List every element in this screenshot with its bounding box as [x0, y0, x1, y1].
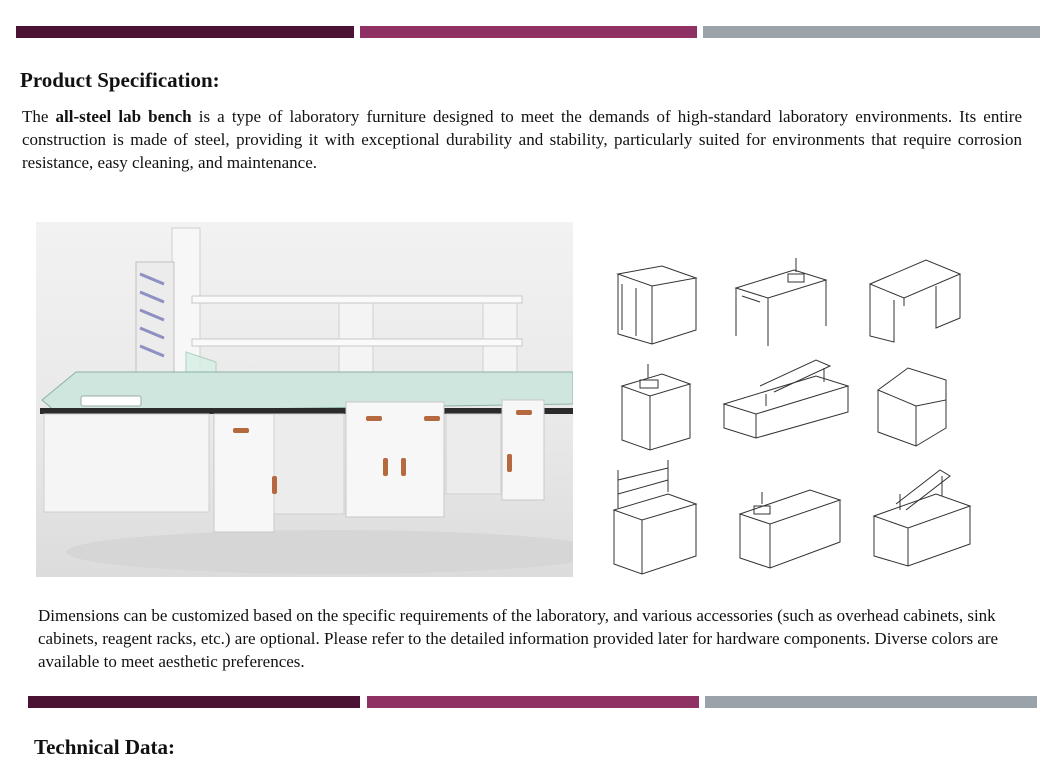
sink-desk-sketch	[730, 246, 830, 346]
intro-paragraph: The all-steel lab bench is a type of lab…	[22, 105, 1022, 174]
lab-bench-illustration	[40, 227, 573, 574]
intro-bold-term: all-steel lab bench	[55, 107, 192, 126]
divider-segment-dark	[28, 696, 360, 708]
divider-segment-dark	[16, 26, 354, 38]
single-cabinet-sketch	[608, 246, 708, 346]
cabinet-sketch-grid	[608, 246, 972, 576]
shelf-bench-sketch	[608, 460, 708, 575]
product-spec-heading: Product Specification:	[20, 68, 220, 92]
sink-cabinet-sketch	[608, 358, 708, 458]
customization-note: Dimensions can be customized based on th…	[38, 606, 999, 671]
desk-sketch	[864, 246, 964, 346]
sink-bench-sketch	[736, 472, 842, 572]
intro-prefix: The	[22, 107, 56, 126]
island-bench-sketch	[720, 346, 850, 446]
lab-bench-photo	[36, 222, 573, 577]
corner-cabinet-sketch	[872, 358, 972, 458]
divider-segment-magenta	[367, 696, 699, 708]
divider-segment-gray	[705, 696, 1037, 708]
reagent-shelf-bench-sketch	[870, 466, 972, 567]
technical-data-heading: Technical Data:	[34, 735, 175, 759]
divider-segment-magenta	[360, 26, 697, 38]
intro-rest: is a type of laboratory furniture design…	[22, 107, 1022, 172]
divider-segment-gray	[703, 26, 1040, 38]
